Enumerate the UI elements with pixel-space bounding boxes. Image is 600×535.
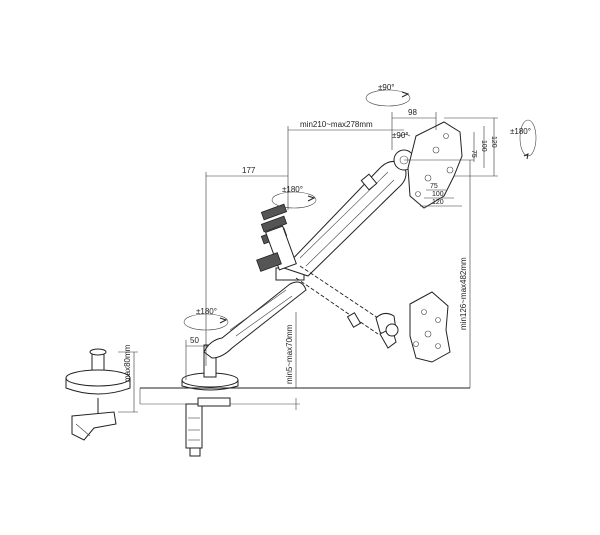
vesa-plate-lower	[409, 291, 451, 363]
labels: ±90° ±180° ±180° ±180° ±90° 98 min210~ma…	[123, 83, 531, 384]
label-dim-50: 50	[190, 336, 199, 345]
label-dim-177: 177	[242, 166, 256, 175]
label-rot-top: ±90°	[378, 83, 395, 92]
label-vesa-100h: 100	[432, 191, 444, 198]
label-dim-base: min5~max70mm	[285, 324, 294, 384]
gas-spring-cylinder	[256, 203, 297, 272]
label-tilt: ±90°	[392, 131, 409, 140]
label-vesa-75h: 75	[430, 183, 438, 190]
label-vesa-120h: 120	[432, 199, 444, 206]
lowered-arm-outline	[295, 265, 399, 349]
dimension-lines	[118, 112, 498, 413]
label-dim-height: min126~max482mm	[459, 257, 468, 330]
label-rot-mid: ±180°	[282, 185, 303, 194]
desk-clamp	[185, 397, 231, 457]
clamp-detail	[65, 348, 131, 441]
label-rot-low: ±180°	[196, 307, 217, 316]
label-dim-reach: min210~max278mm	[300, 120, 373, 129]
upper-arm	[283, 149, 415, 277]
label-rot-right: ±180°	[510, 127, 531, 136]
label-dim-98: 98	[408, 108, 417, 117]
label-vesa-120v: 120	[490, 136, 497, 148]
label-dim-clamp: max80mm	[123, 344, 132, 382]
label-vesa-75v: 75	[470, 150, 477, 158]
label-vesa-100v: 100	[480, 140, 487, 152]
vesa-plate-upper	[407, 121, 463, 209]
